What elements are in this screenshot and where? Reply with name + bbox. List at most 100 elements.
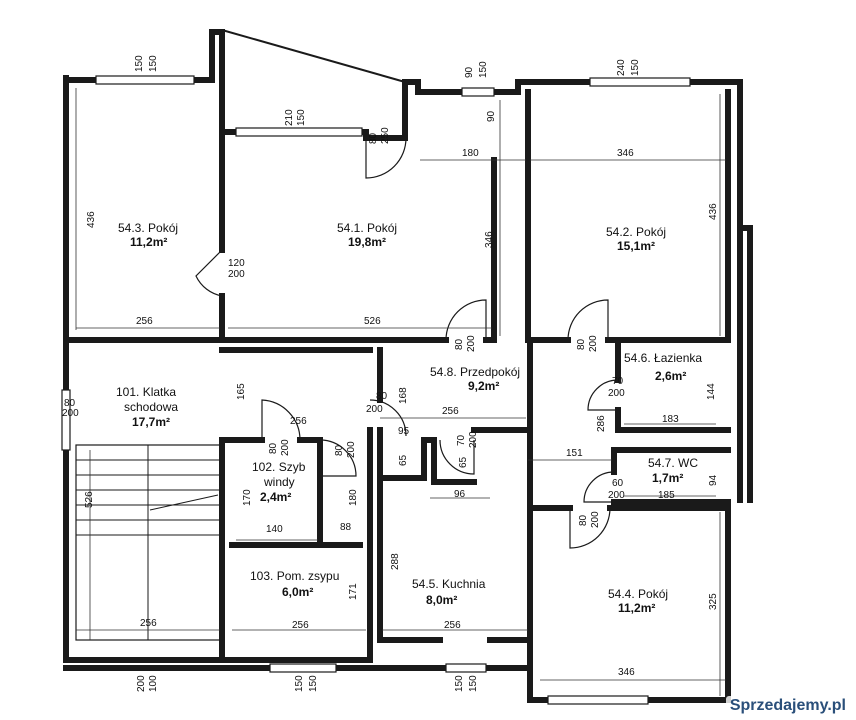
wall-slanted xyxy=(221,29,406,83)
dim-label: 70 xyxy=(456,434,467,446)
wall-542-top-b xyxy=(687,79,743,503)
dim-label: 256 xyxy=(292,620,309,631)
dim-label: 65 xyxy=(398,454,409,466)
door-544 xyxy=(569,507,611,549)
door-wc xyxy=(583,471,615,503)
wall-right-outer xyxy=(737,225,753,503)
dim-label: 80 xyxy=(268,442,279,454)
wall-541-northeast xyxy=(363,79,408,141)
dim-label: 183 xyxy=(662,414,679,425)
dim-label: 200 xyxy=(590,511,601,528)
door-kitchen xyxy=(439,439,475,475)
dim-label: 170 xyxy=(242,489,253,506)
room-545-area: 8,0m² xyxy=(426,593,457,607)
dim-label: 200 xyxy=(366,404,383,415)
room-544-name: 54.4. Pokój xyxy=(608,587,668,601)
dim-label: 150 xyxy=(468,675,479,692)
dim-label: 150 xyxy=(134,55,145,72)
dim-label: 346 xyxy=(618,667,635,678)
room-546-name: 54.6. Łazienka xyxy=(624,351,702,365)
wall-544-left xyxy=(527,337,551,703)
room-548-area: 9,2m² xyxy=(468,379,499,393)
dim-label: 95 xyxy=(398,426,410,437)
wall-542-bottom xyxy=(605,89,731,343)
dim-label: 150 xyxy=(148,55,159,72)
room-101-name-1: 101. Klatka xyxy=(116,385,176,399)
dim-label: 436 xyxy=(86,211,97,228)
room-541-area: 19,8m² xyxy=(348,235,386,249)
dim-label: 150 xyxy=(296,109,307,126)
window-544 xyxy=(547,695,649,705)
dim-label: 346 xyxy=(617,148,634,159)
door-541-balcony xyxy=(365,137,407,179)
dim-label: 60 xyxy=(612,478,624,489)
room-543-area: 11,2m² xyxy=(130,235,167,249)
room-103-area: 6,0m² xyxy=(282,585,313,599)
wall-541-north-b xyxy=(359,129,369,141)
dim-label: 96 xyxy=(454,489,466,500)
wall-lift-top-b xyxy=(297,437,323,548)
window-542 xyxy=(589,77,691,87)
dim-label: 346 xyxy=(484,231,495,248)
stair-outline xyxy=(75,444,223,641)
wall-544-top-b xyxy=(607,505,731,703)
door-chute xyxy=(319,439,357,477)
doors xyxy=(195,137,619,549)
dim-label: 526 xyxy=(364,316,381,327)
dim-label: 325 xyxy=(708,593,719,610)
dim-label: 150 xyxy=(294,675,305,692)
dim-label: 150 xyxy=(478,61,489,78)
dim-label: 80 xyxy=(578,514,589,526)
window-chute xyxy=(269,663,337,673)
dim-label: 150 xyxy=(630,59,641,76)
dim-label: 200 xyxy=(588,335,599,352)
dim-label: 200 xyxy=(228,269,245,280)
walls xyxy=(63,29,753,703)
dim-label: 256 xyxy=(136,316,153,327)
wall-top-b xyxy=(191,29,235,135)
dim-label: 165 xyxy=(236,383,247,400)
dim-label: 150 xyxy=(308,675,319,692)
dim-label: 256 xyxy=(290,416,307,427)
room-547-name: 54.7. WC xyxy=(648,456,698,470)
room-546-area: 2,6m² xyxy=(655,369,686,383)
dim-label: 80 xyxy=(576,338,587,350)
dim-label: 200 xyxy=(608,388,625,399)
dim-label: 88 xyxy=(340,522,352,533)
dim-label: 185 xyxy=(658,490,675,501)
dim-label: 256 xyxy=(140,618,157,629)
room-102-name-1: 102. Szyb xyxy=(252,460,306,474)
dim-label: 240 xyxy=(616,59,627,76)
dim-label: 80 xyxy=(334,444,345,456)
dim-label: 120 xyxy=(228,258,245,269)
staircase xyxy=(75,444,223,641)
dim-label: 200 xyxy=(280,439,291,456)
wall-kitchen-niche xyxy=(377,437,477,485)
room-101-name-2: schodowa xyxy=(124,400,178,414)
dim-label: 288 xyxy=(390,553,401,570)
room-103-name: 103. Pom. zsypu xyxy=(250,569,339,583)
room-102-area: 2,4m² xyxy=(260,490,291,504)
dimension-labels: 150 150 210 150 90 150 240 150 90 80 250… xyxy=(62,55,719,692)
door-bath xyxy=(587,379,619,411)
room-547-area: 1,7m² xyxy=(652,471,683,485)
door-lift xyxy=(261,399,301,441)
dim-label: 286 xyxy=(596,415,607,432)
dim-label: 200 xyxy=(466,335,477,352)
door-541 xyxy=(445,299,487,341)
door-543 xyxy=(195,249,223,297)
watermark-logo: Sprzedajemy.pl xyxy=(725,696,850,716)
window-541-top xyxy=(461,87,495,97)
room-541-name: 54.1. Pokój xyxy=(337,221,397,235)
dim-label: 90 xyxy=(464,66,475,78)
door-542 xyxy=(567,299,609,341)
room-545-name: 54.5. Kuchnia xyxy=(412,577,486,591)
room-543-name: 54.3. Pokój xyxy=(118,221,178,235)
wall-542-top xyxy=(491,79,593,95)
dim-label: 210 xyxy=(284,109,295,126)
dim-label: 90 xyxy=(486,110,497,122)
dim-label: 80 xyxy=(376,391,388,402)
dim-label: 80 xyxy=(368,132,379,144)
dim-label: 180 xyxy=(462,148,479,159)
